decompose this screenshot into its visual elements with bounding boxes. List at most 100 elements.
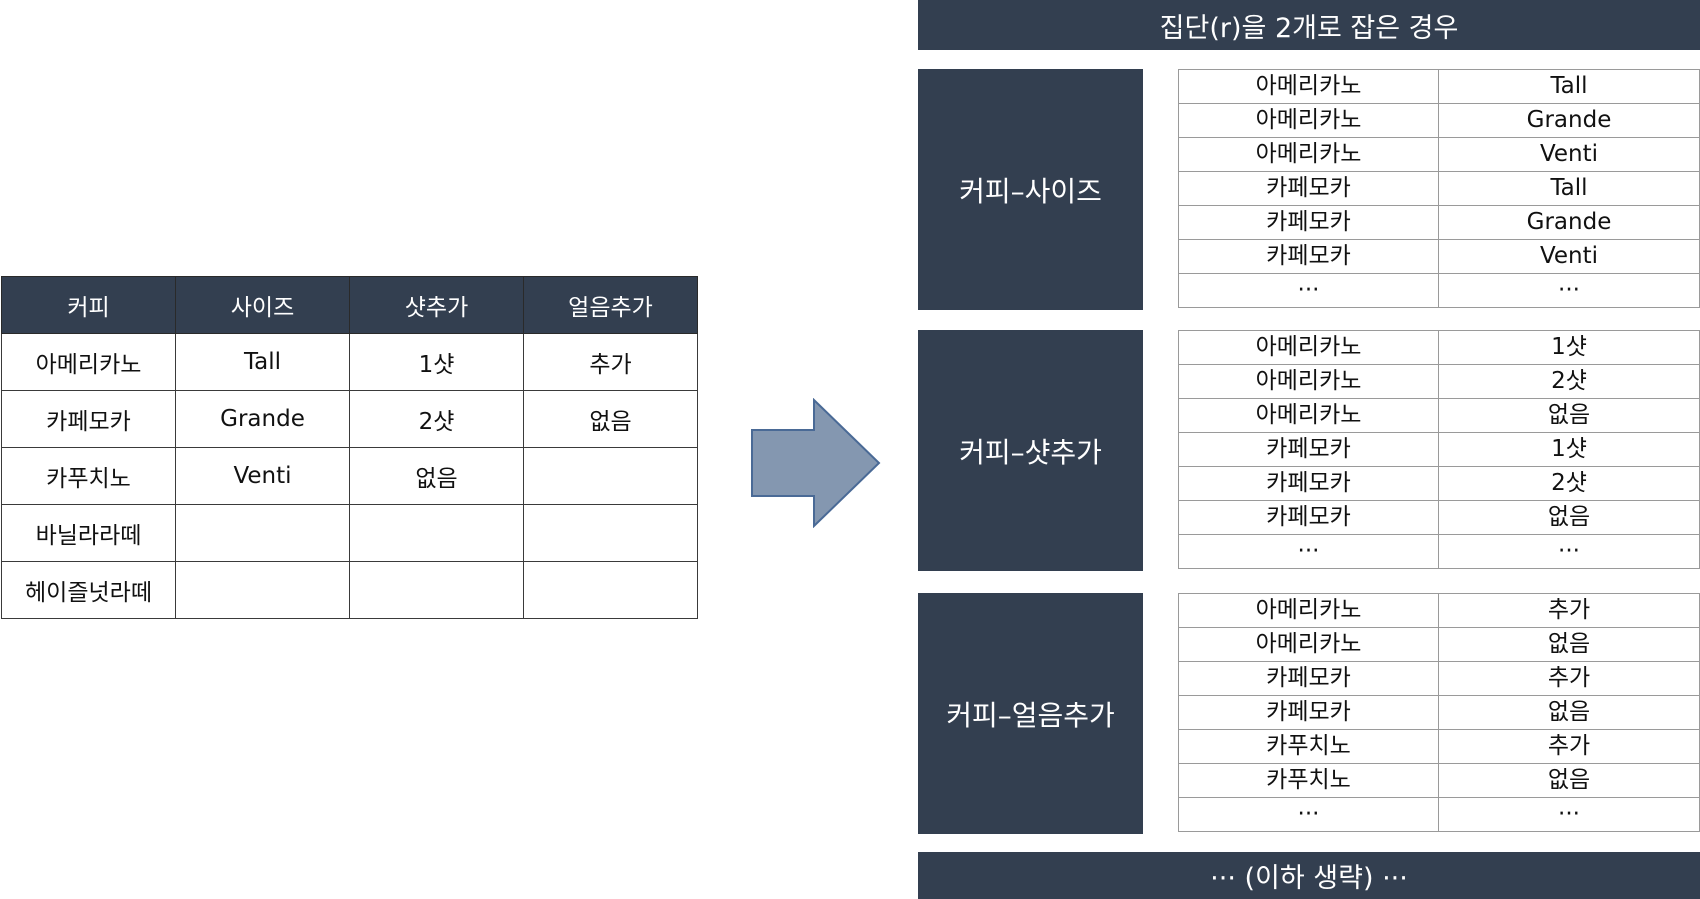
table-cell: Venti — [175, 447, 350, 505]
table-row: ······ — [1178, 797, 1700, 832]
table-cell: Grande — [1438, 205, 1700, 240]
table-row: 카푸치노 Venti 없음 — [1, 447, 698, 505]
table-cell: ··· — [1178, 534, 1439, 569]
table-cell: 카푸치노 — [1178, 729, 1439, 764]
table-cell: Tall — [1438, 69, 1700, 104]
table-cell — [349, 504, 524, 562]
group-label-coffee-size: 커피–사이즈 — [918, 69, 1143, 310]
table-row: 카페모카 Grande 2샷 없음 — [1, 390, 698, 448]
table-cell: 2샷 — [1438, 364, 1700, 399]
header-coffee: 커피 — [1, 276, 176, 334]
table-row: 바닐라라떼 — [1, 504, 698, 562]
table-cell — [175, 504, 350, 562]
table-cell: 아메리카노 — [1, 333, 176, 391]
table-cell: 추가 — [1438, 593, 1700, 628]
table-cell — [349, 561, 524, 619]
table-cell: 카페모카 — [1, 390, 176, 448]
table-cell: 2샷 — [349, 390, 524, 448]
table-cell: Venti — [1438, 137, 1700, 172]
table-cell: 없음 — [1438, 398, 1700, 433]
table-cell: 카페모카 — [1178, 171, 1439, 206]
right-arrow-icon — [751, 398, 881, 528]
table-cell: 아메리카노 — [1178, 627, 1439, 662]
table-cell: 1샷 — [1438, 330, 1700, 365]
table-cell: Grande — [1438, 103, 1700, 138]
table-row: 헤이즐넛라떼 — [1, 561, 698, 619]
table-cell: 카페모카 — [1178, 432, 1439, 467]
table-cell: 아메리카노 — [1178, 137, 1439, 172]
table-cell: 카페모카 — [1178, 205, 1439, 240]
table-cell: ··· — [1438, 534, 1700, 569]
table-cell — [523, 561, 698, 619]
header-ice: 얼음추가 — [523, 276, 698, 334]
table-cell: 없음 — [349, 447, 524, 505]
table-cell: 아메리카노 — [1178, 364, 1439, 399]
group-label-coffee-ice: 커피–얼음추가 — [918, 593, 1143, 834]
panel-footer: ··· (이하 생략) ··· — [918, 852, 1700, 899]
table-cell: 없음 — [523, 390, 698, 448]
table-row: 아메리카노 Tall 1샷 추가 — [1, 333, 698, 391]
table-cell: ··· — [1178, 273, 1439, 308]
source-table-header-row: 커피 사이즈 샷추가 얼음추가 — [1, 276, 698, 334]
table-cell: 추가 — [523, 333, 698, 391]
table-cell: Tall — [175, 333, 350, 391]
table-cell: 헤이즐넛라떼 — [1, 561, 176, 619]
table-cell: 아메리카노 — [1178, 398, 1439, 433]
table-cell: 1샷 — [1438, 432, 1700, 467]
table-cell: 카푸치노 — [1178, 763, 1439, 798]
table-cell: 아메리카노 — [1178, 330, 1439, 365]
table-cell: 카푸치노 — [1, 447, 176, 505]
table-cell: ··· — [1438, 273, 1700, 308]
table-cell: 추가 — [1438, 729, 1700, 764]
table-cell: 카페모카 — [1178, 500, 1439, 535]
table-cell: 없음 — [1438, 500, 1700, 535]
table-cell: Venti — [1438, 239, 1700, 274]
group-label-coffee-shot: 커피–샷추가 — [918, 330, 1143, 571]
table-cell: 없음 — [1438, 627, 1700, 662]
table-row: ······ — [1178, 534, 1700, 569]
table-cell: ··· — [1438, 797, 1700, 832]
table-cell: 바닐라라떼 — [1, 504, 176, 562]
table-cell: Tall — [1438, 171, 1700, 206]
table-cell: 아메리카노 — [1178, 69, 1439, 104]
table-cell: 카페모카 — [1178, 695, 1439, 730]
table-row: ······ — [1178, 273, 1700, 308]
table-cell: 카페모카 — [1178, 466, 1439, 501]
header-size: 사이즈 — [175, 276, 350, 334]
table-cell: Grande — [175, 390, 350, 448]
table-cell: 추가 — [1438, 661, 1700, 696]
source-table: 커피 사이즈 샷추가 얼음추가 아메리카노 Tall 1샷 추가 카페모카 Gr… — [1, 276, 698, 619]
table-cell — [523, 504, 698, 562]
table-cell: ··· — [1178, 797, 1439, 832]
table-cell: 카페모카 — [1178, 239, 1439, 274]
table-cell — [175, 561, 350, 619]
table-cell: 아메리카노 — [1178, 103, 1439, 138]
table-cell: 없음 — [1438, 695, 1700, 730]
header-shot: 샷추가 — [349, 276, 524, 334]
table-cell: 없음 — [1438, 763, 1700, 798]
table-cell: 아메리카노 — [1178, 593, 1439, 628]
table-cell: 2샷 — [1438, 466, 1700, 501]
panel-title: 집단(r)을 2개로 잡은 경우 — [918, 0, 1700, 50]
